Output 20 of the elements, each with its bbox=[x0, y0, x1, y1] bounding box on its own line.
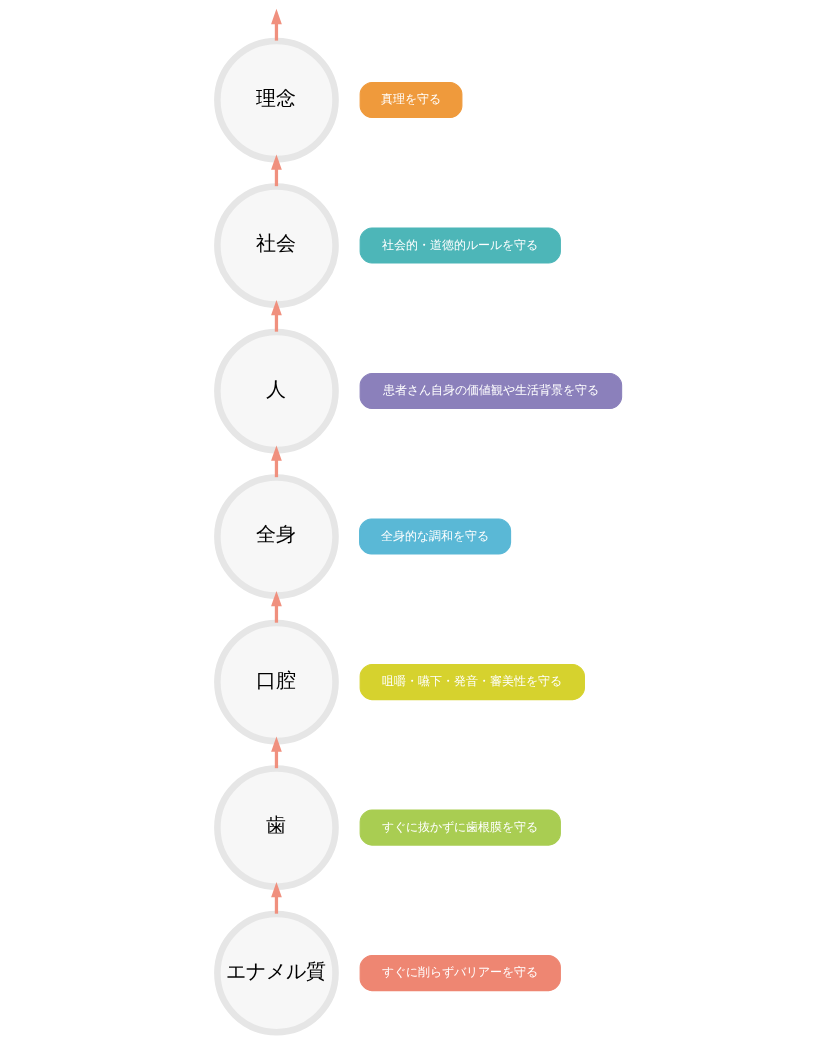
arrow bbox=[271, 154, 282, 187]
node-box: すぐに抜かずに歯根膜を守る bbox=[359, 809, 561, 846]
node-circle: 理念 bbox=[214, 37, 339, 163]
node-box: 咀嚼・嚥下・発音・審美性を守る bbox=[359, 664, 585, 701]
node-circle: 全身 bbox=[214, 474, 339, 599]
node-circle: 人 bbox=[214, 328, 339, 454]
node-box: 社会的・道徳的ルールを守る bbox=[359, 227, 561, 264]
node-box: 患者さん自身の価値観や生活背景を守る bbox=[359, 373, 623, 410]
arrow bbox=[271, 299, 282, 332]
arrow bbox=[271, 736, 282, 769]
node-circle: 歯 bbox=[214, 765, 339, 890]
arrow bbox=[271, 881, 282, 914]
node-box: 真理を守る bbox=[359, 82, 463, 119]
node-box: 全身的な調和を守る bbox=[359, 518, 512, 555]
node-circle: エナメル質 bbox=[214, 910, 339, 1036]
node-box: すぐに削らずバリアーを守る bbox=[359, 955, 561, 992]
arrow bbox=[271, 590, 282, 623]
arrow bbox=[271, 445, 282, 478]
node-circle: 口腔 bbox=[214, 619, 339, 745]
node-circle: 社会 bbox=[214, 183, 339, 308]
